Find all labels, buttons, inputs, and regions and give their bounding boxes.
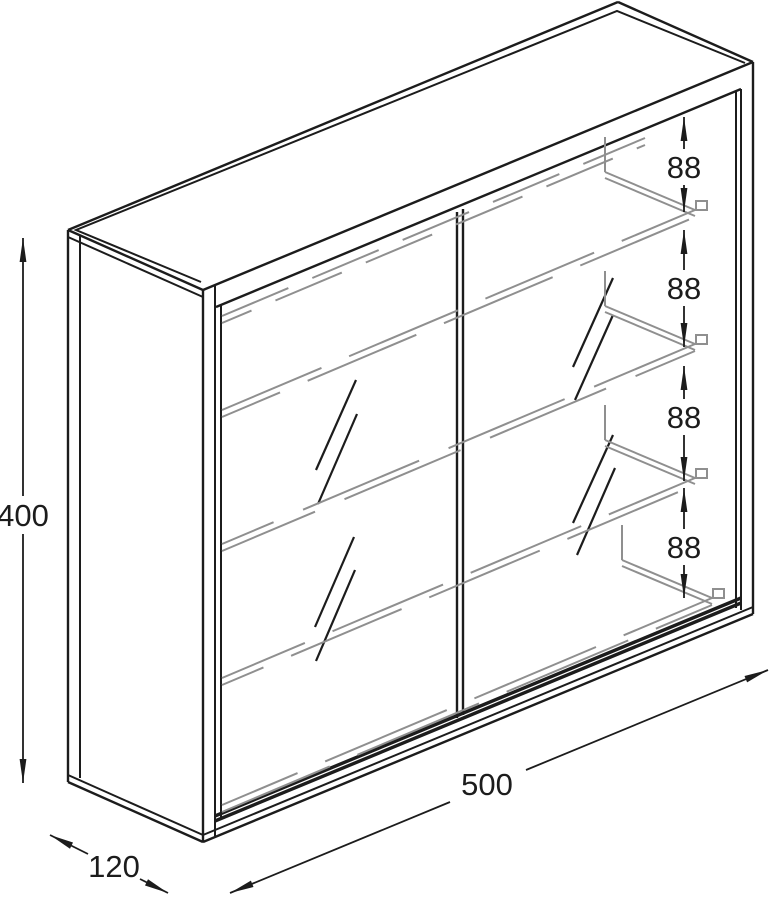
shelf-gap-label-2: 88 xyxy=(667,271,701,306)
arrow-up-icon xyxy=(680,117,688,141)
left-side-panel xyxy=(66,230,204,844)
front-frame xyxy=(201,62,755,844)
arrow-up-icon xyxy=(680,366,688,390)
arrow-up-icon xyxy=(19,238,27,262)
arrow-downleft-icon xyxy=(230,880,254,893)
glass-reflections xyxy=(313,277,617,662)
arrow-down-icon xyxy=(680,188,688,212)
depth-dimension: 120 xyxy=(49,834,169,894)
arrow-down-icon xyxy=(680,323,688,347)
arrow-upleft-icon xyxy=(50,835,73,849)
depth-dimension-label: 120 xyxy=(88,849,140,884)
arrow-down-icon xyxy=(680,457,688,481)
right-door-reflections xyxy=(571,277,617,556)
shelf-lines xyxy=(221,137,725,813)
left-door-reflections xyxy=(313,379,359,662)
top-panel-inner-edge xyxy=(221,137,646,324)
shelf-gap-label-1: 88 xyxy=(667,150,701,185)
bottom-track xyxy=(214,596,742,823)
shelf-spacing-dimensions: 88 88 88 88 xyxy=(667,117,701,598)
top-face xyxy=(67,0,754,292)
arrow-down-icon xyxy=(19,759,27,783)
height-dimension-label: 400 xyxy=(0,498,49,533)
cabinet-outline xyxy=(66,0,755,844)
shelf-gap-label-3: 88 xyxy=(667,400,701,435)
arrow-up-icon xyxy=(680,230,688,254)
arrow-downright-icon xyxy=(145,879,168,893)
height-dimension: 400 xyxy=(0,238,49,783)
width-dimension: 500 xyxy=(229,669,769,894)
arrow-up-icon xyxy=(680,488,688,512)
shelf-4 xyxy=(221,525,725,813)
sliding-door-divider xyxy=(455,209,465,718)
arrow-down-icon xyxy=(680,574,688,598)
shelf-3 xyxy=(221,405,708,686)
width-dimension-label: 500 xyxy=(461,767,513,802)
shelf-gap-label-4: 88 xyxy=(667,530,701,565)
shelf-1 xyxy=(221,137,708,418)
shelf-2 xyxy=(221,271,708,552)
arrow-upright-icon xyxy=(744,670,768,683)
